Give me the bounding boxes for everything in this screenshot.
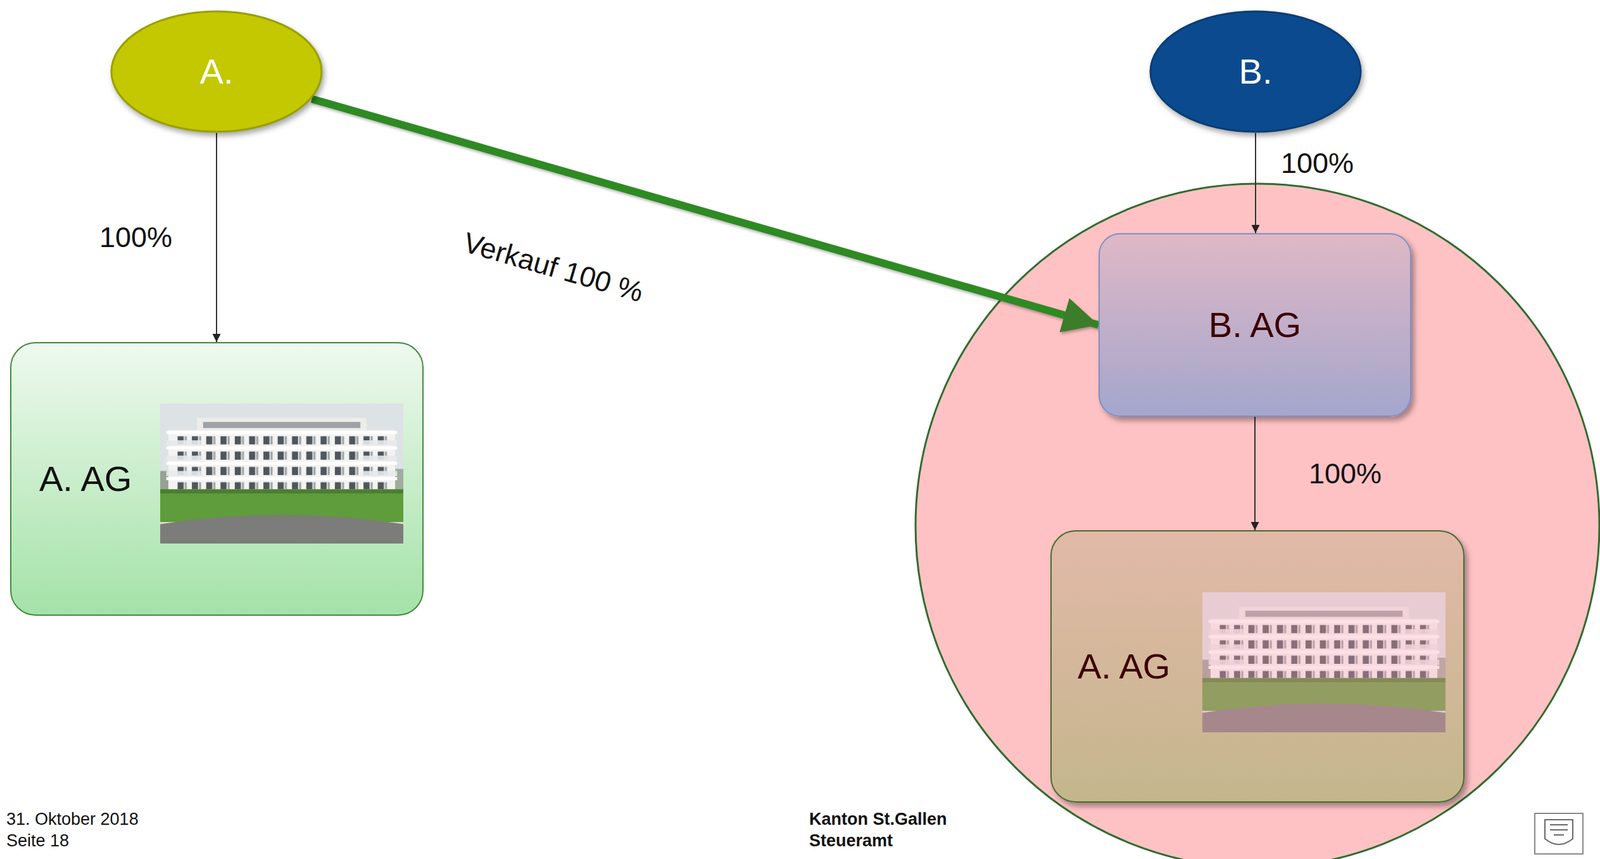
holding-box: B. AG	[1098, 233, 1412, 417]
node-text: A. AG	[1077, 645, 1171, 687]
ownership-arrow	[215, 132, 218, 342]
node-text: A. AG	[39, 458, 132, 499]
share-label: 100%	[99, 220, 173, 254]
sale-arrow	[311, 98, 1099, 325]
group-circle	[915, 183, 1600, 859]
ownership-arrow	[1254, 132, 1257, 234]
node-text: B.	[1239, 51, 1273, 92]
canton-logo	[1534, 812, 1583, 854]
ellipse-shape	[111, 11, 322, 132]
owner-ellipse: B.	[1149, 10, 1362, 133]
node-text: A.	[200, 51, 234, 92]
share-label: 100%	[1280, 146, 1354, 180]
ownership-arrow	[1254, 416, 1256, 530]
edge-label-holder: Verkauf 100 %	[459, 225, 648, 309]
owner-ellipse: A.	[110, 10, 323, 133]
footer-holder: Kanton St.Gallen	[809, 809, 948, 829]
building-photo	[160, 403, 404, 544]
footer-holder: Seite 18	[6, 830, 70, 851]
footer-text: Steueramt	[809, 830, 893, 851]
ellipse-shape	[1150, 11, 1361, 132]
share-label: 100%	[1308, 457, 1382, 491]
edge-label-holder: 100%	[99, 220, 173, 254]
footer-text: Kanton St.Gallen	[809, 809, 948, 829]
footer-text: 31. Oktober 2018	[6, 809, 139, 829]
building-photo-tinted	[1202, 592, 1446, 732]
footer-text: Seite 18	[6, 830, 70, 851]
edge-label-holder: 100%	[1280, 146, 1354, 180]
footer-holder: 31. Oktober 2018	[6, 809, 139, 829]
sale-label: Verkauf 100 %	[459, 225, 648, 309]
edge-label-holder: 100%	[1308, 457, 1382, 491]
footer-holder: Steueramt	[809, 830, 893, 851]
node-text: B. AG	[1208, 304, 1302, 346]
